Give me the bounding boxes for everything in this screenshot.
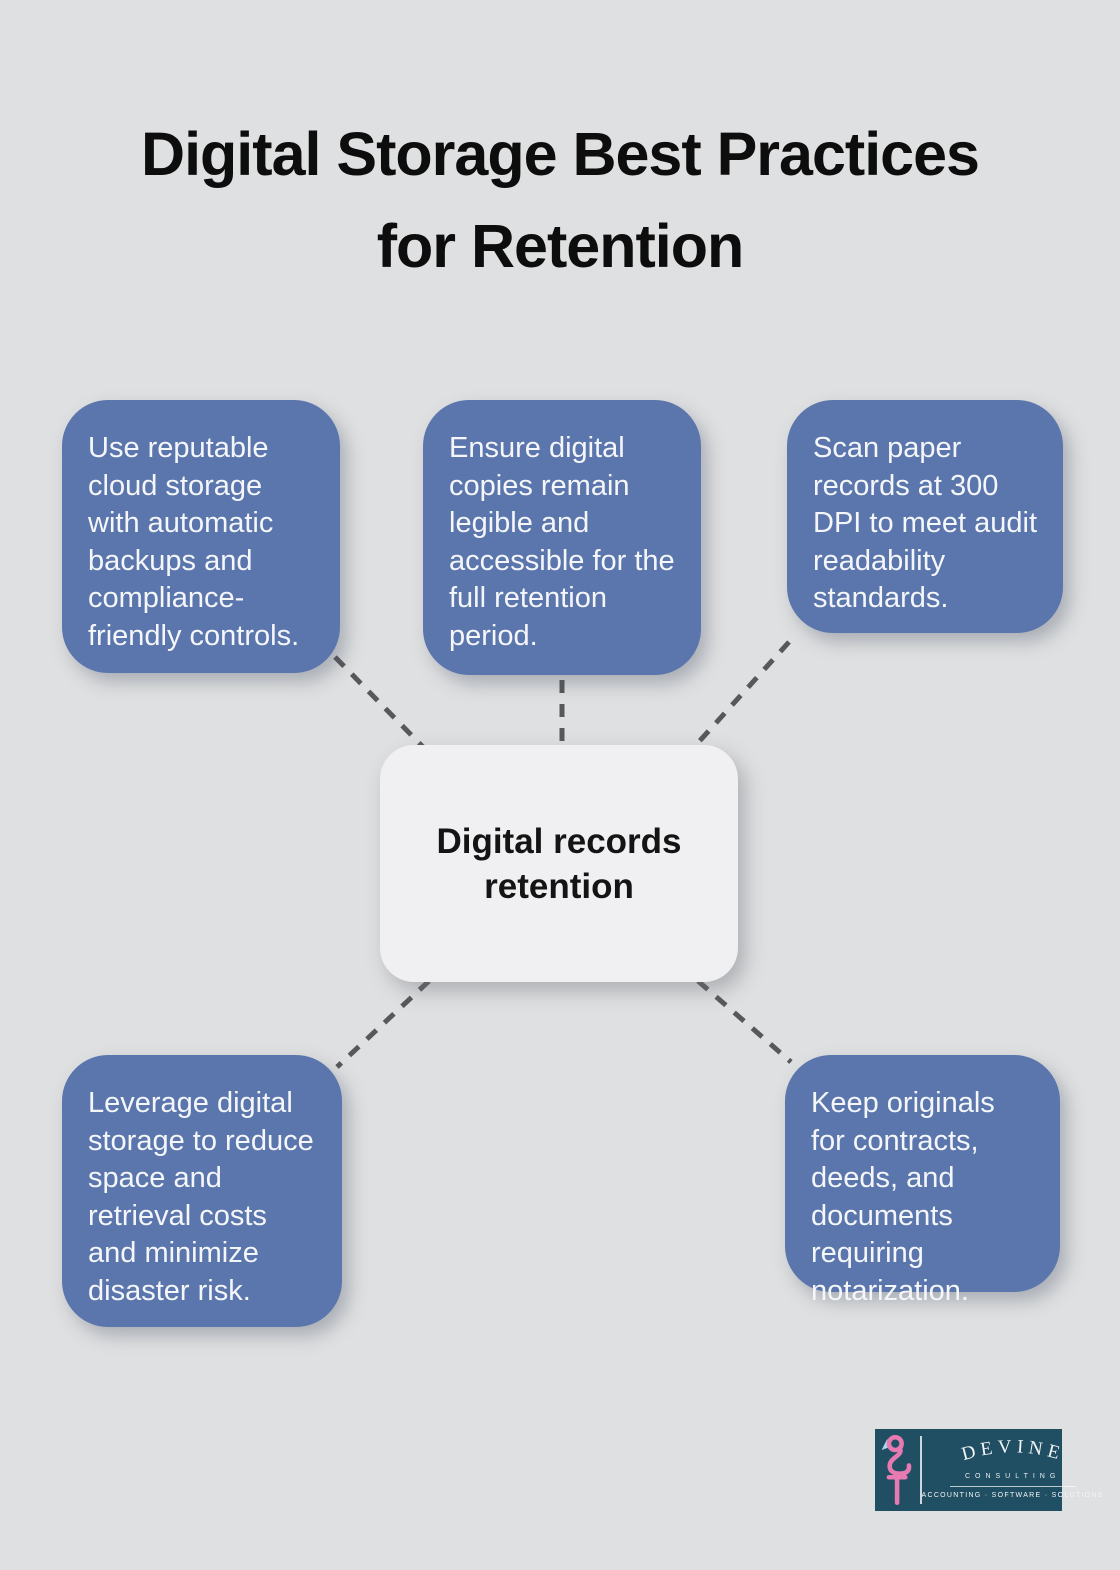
logo-subtitle: CONSULTING (964, 1473, 1061, 1480)
node-bottom-right-text: Keep originals for contracts, deeds, and… (811, 1087, 995, 1307)
logo-brand-name: DEVINE (959, 1436, 1066, 1465)
node-bottom-left-text: Leverage digital storage to reduce space… (88, 1087, 314, 1307)
node-top-left: Use reputable cloud storage with automat… (62, 400, 340, 673)
svg-text:DEVINE: DEVINE (959, 1436, 1066, 1465)
flamingo-icon (875, 1429, 920, 1511)
connector-top-right (694, 640, 791, 747)
node-top-middle-text: Ensure digital copies remain legible and… (449, 432, 675, 652)
page-title-line2: for Retention (376, 212, 745, 280)
node-top-right: Scan paper records at 300 DPI to meet au… (787, 400, 1063, 633)
center-node: Digital records retention (380, 745, 738, 982)
node-bottom-left: Leverage digital storage to reduce space… (62, 1055, 342, 1327)
logo-text-block: DEVINE CONSULTING ACCOUNTING · SOFTWARE … (922, 1429, 1104, 1511)
node-top-right-text: Scan paper records at 300 DPI to meet au… (813, 432, 1038, 614)
connector-bottom-right (696, 979, 793, 1064)
page-title: Digital Storage Best Practices for Reten… (0, 108, 1120, 292)
node-bottom-right: Keep originals for contracts, deeds, and… (785, 1055, 1060, 1307)
node-top-middle: Ensure digital copies remain legible and… (423, 400, 701, 675)
logo-rule (949, 1486, 1076, 1487)
center-node-label: Digital records retention (436, 821, 682, 906)
node-top-left-text: Use reputable cloud storage with automat… (88, 432, 300, 652)
page-title-line1: Digital Storage Best Practices (141, 120, 980, 188)
connector-top-left (333, 655, 426, 750)
connector-bottom-left (335, 979, 431, 1069)
devine-consulting-logo: DEVINE CONSULTING ACCOUNTING · SOFTWARE … (875, 1429, 1102, 1511)
logo-tagline: ACCOUNTING · SOFTWARE · SOLUTIONS (921, 1492, 1104, 1499)
logo-divider (920, 1436, 922, 1504)
